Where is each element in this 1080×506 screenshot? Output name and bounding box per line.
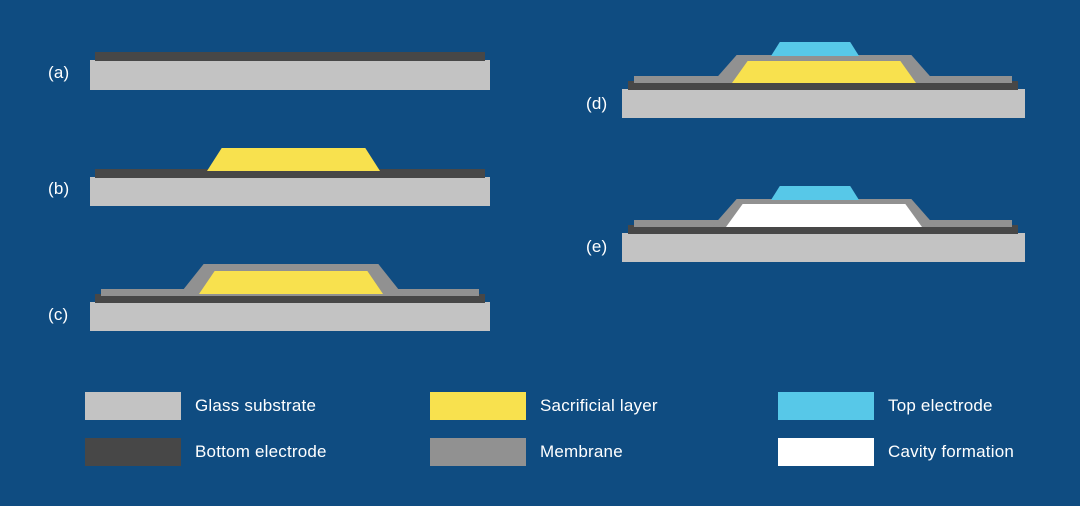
step-e-label: (e)	[586, 237, 608, 256]
glass-substrate-layer	[90, 60, 490, 90]
glass-substrate-swatch	[85, 392, 181, 420]
legend-item-glass-substrate: Glass substrate	[85, 392, 430, 420]
legend-item-bottom-electrode: Bottom electrode	[85, 438, 430, 466]
membrane-swatch	[430, 438, 526, 466]
step-c-label: (c)	[48, 305, 69, 324]
glass-substrate-layer	[622, 233, 1025, 262]
step-d-label: (d)	[586, 94, 608, 113]
step-b-label: (b)	[48, 179, 70, 198]
legend-label: Sacrificial layer	[540, 396, 658, 415]
legend-label: Bottom electrode	[195, 442, 327, 461]
top-electrode-layer	[771, 42, 859, 56]
bottom-electrode-layer	[628, 81, 1018, 90]
legend-item-top-electrode: Top electrode	[778, 392, 1014, 420]
glass-substrate-layer	[90, 302, 490, 331]
legend-label: Top electrode	[888, 396, 993, 415]
legend-label: Cavity formation	[888, 442, 1015, 461]
bottom-electrode-layer	[95, 294, 485, 303]
sacrificial-layer	[207, 148, 380, 171]
top-electrode-layer	[771, 186, 859, 200]
bottom-electrode-swatch	[85, 438, 181, 466]
legend-label: Glass substrate	[195, 396, 317, 415]
sacrificial-layer-swatch	[430, 392, 526, 420]
cavity-layer	[726, 204, 922, 227]
sacrificial-layer	[199, 271, 383, 294]
legend-item-membrane: Membrane	[430, 438, 778, 466]
top-electrode-swatch	[778, 392, 874, 420]
glass-substrate-layer	[622, 89, 1025, 118]
bottom-electrode-layer	[95, 52, 485, 61]
sacrificial-layer	[732, 61, 916, 83]
cavity-formation-swatch	[778, 438, 874, 466]
bottom-electrode-layer	[95, 169, 485, 178]
legend: Glass substrate Sacrificial layer Top el…	[85, 392, 1014, 466]
legend-label: Membrane	[540, 442, 623, 461]
bottom-electrode-layer	[628, 225, 1018, 234]
legend-item-sacrificial-layer: Sacrificial layer	[430, 392, 778, 420]
glass-substrate-layer	[90, 177, 490, 206]
step-a-label: (a)	[48, 63, 70, 82]
legend-item-cavity-formation: Cavity formation	[778, 438, 1014, 466]
